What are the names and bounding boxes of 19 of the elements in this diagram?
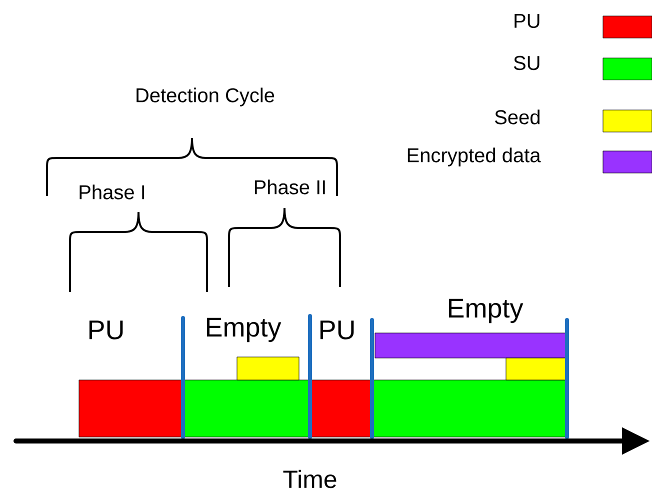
legend-label: Encrypted data — [408, 148, 541, 166]
bracket-label: Phase I — [80, 184, 144, 200]
time-bar — [372, 380, 568, 438]
bracket-label: Detection Cycle — [136, 88, 274, 106]
time-bar — [310, 380, 372, 438]
segment-label: PU — [89, 320, 123, 340]
time-bar — [182, 380, 310, 438]
segment-label: Empty — [206, 318, 282, 342]
legend-label: Seed — [495, 110, 540, 124]
time-bar — [236, 356, 300, 380]
axis-label: Time — [283, 470, 336, 488]
legend-label: PU — [514, 14, 540, 28]
time-bar — [374, 332, 568, 358]
time-bar — [506, 358, 568, 380]
bracket-label: Phase II — [254, 180, 325, 194]
legend-label: SU — [514, 56, 540, 70]
segment-label: Empty — [448, 298, 524, 324]
time-bar — [78, 380, 184, 438]
segment-label: PU — [320, 320, 354, 340]
